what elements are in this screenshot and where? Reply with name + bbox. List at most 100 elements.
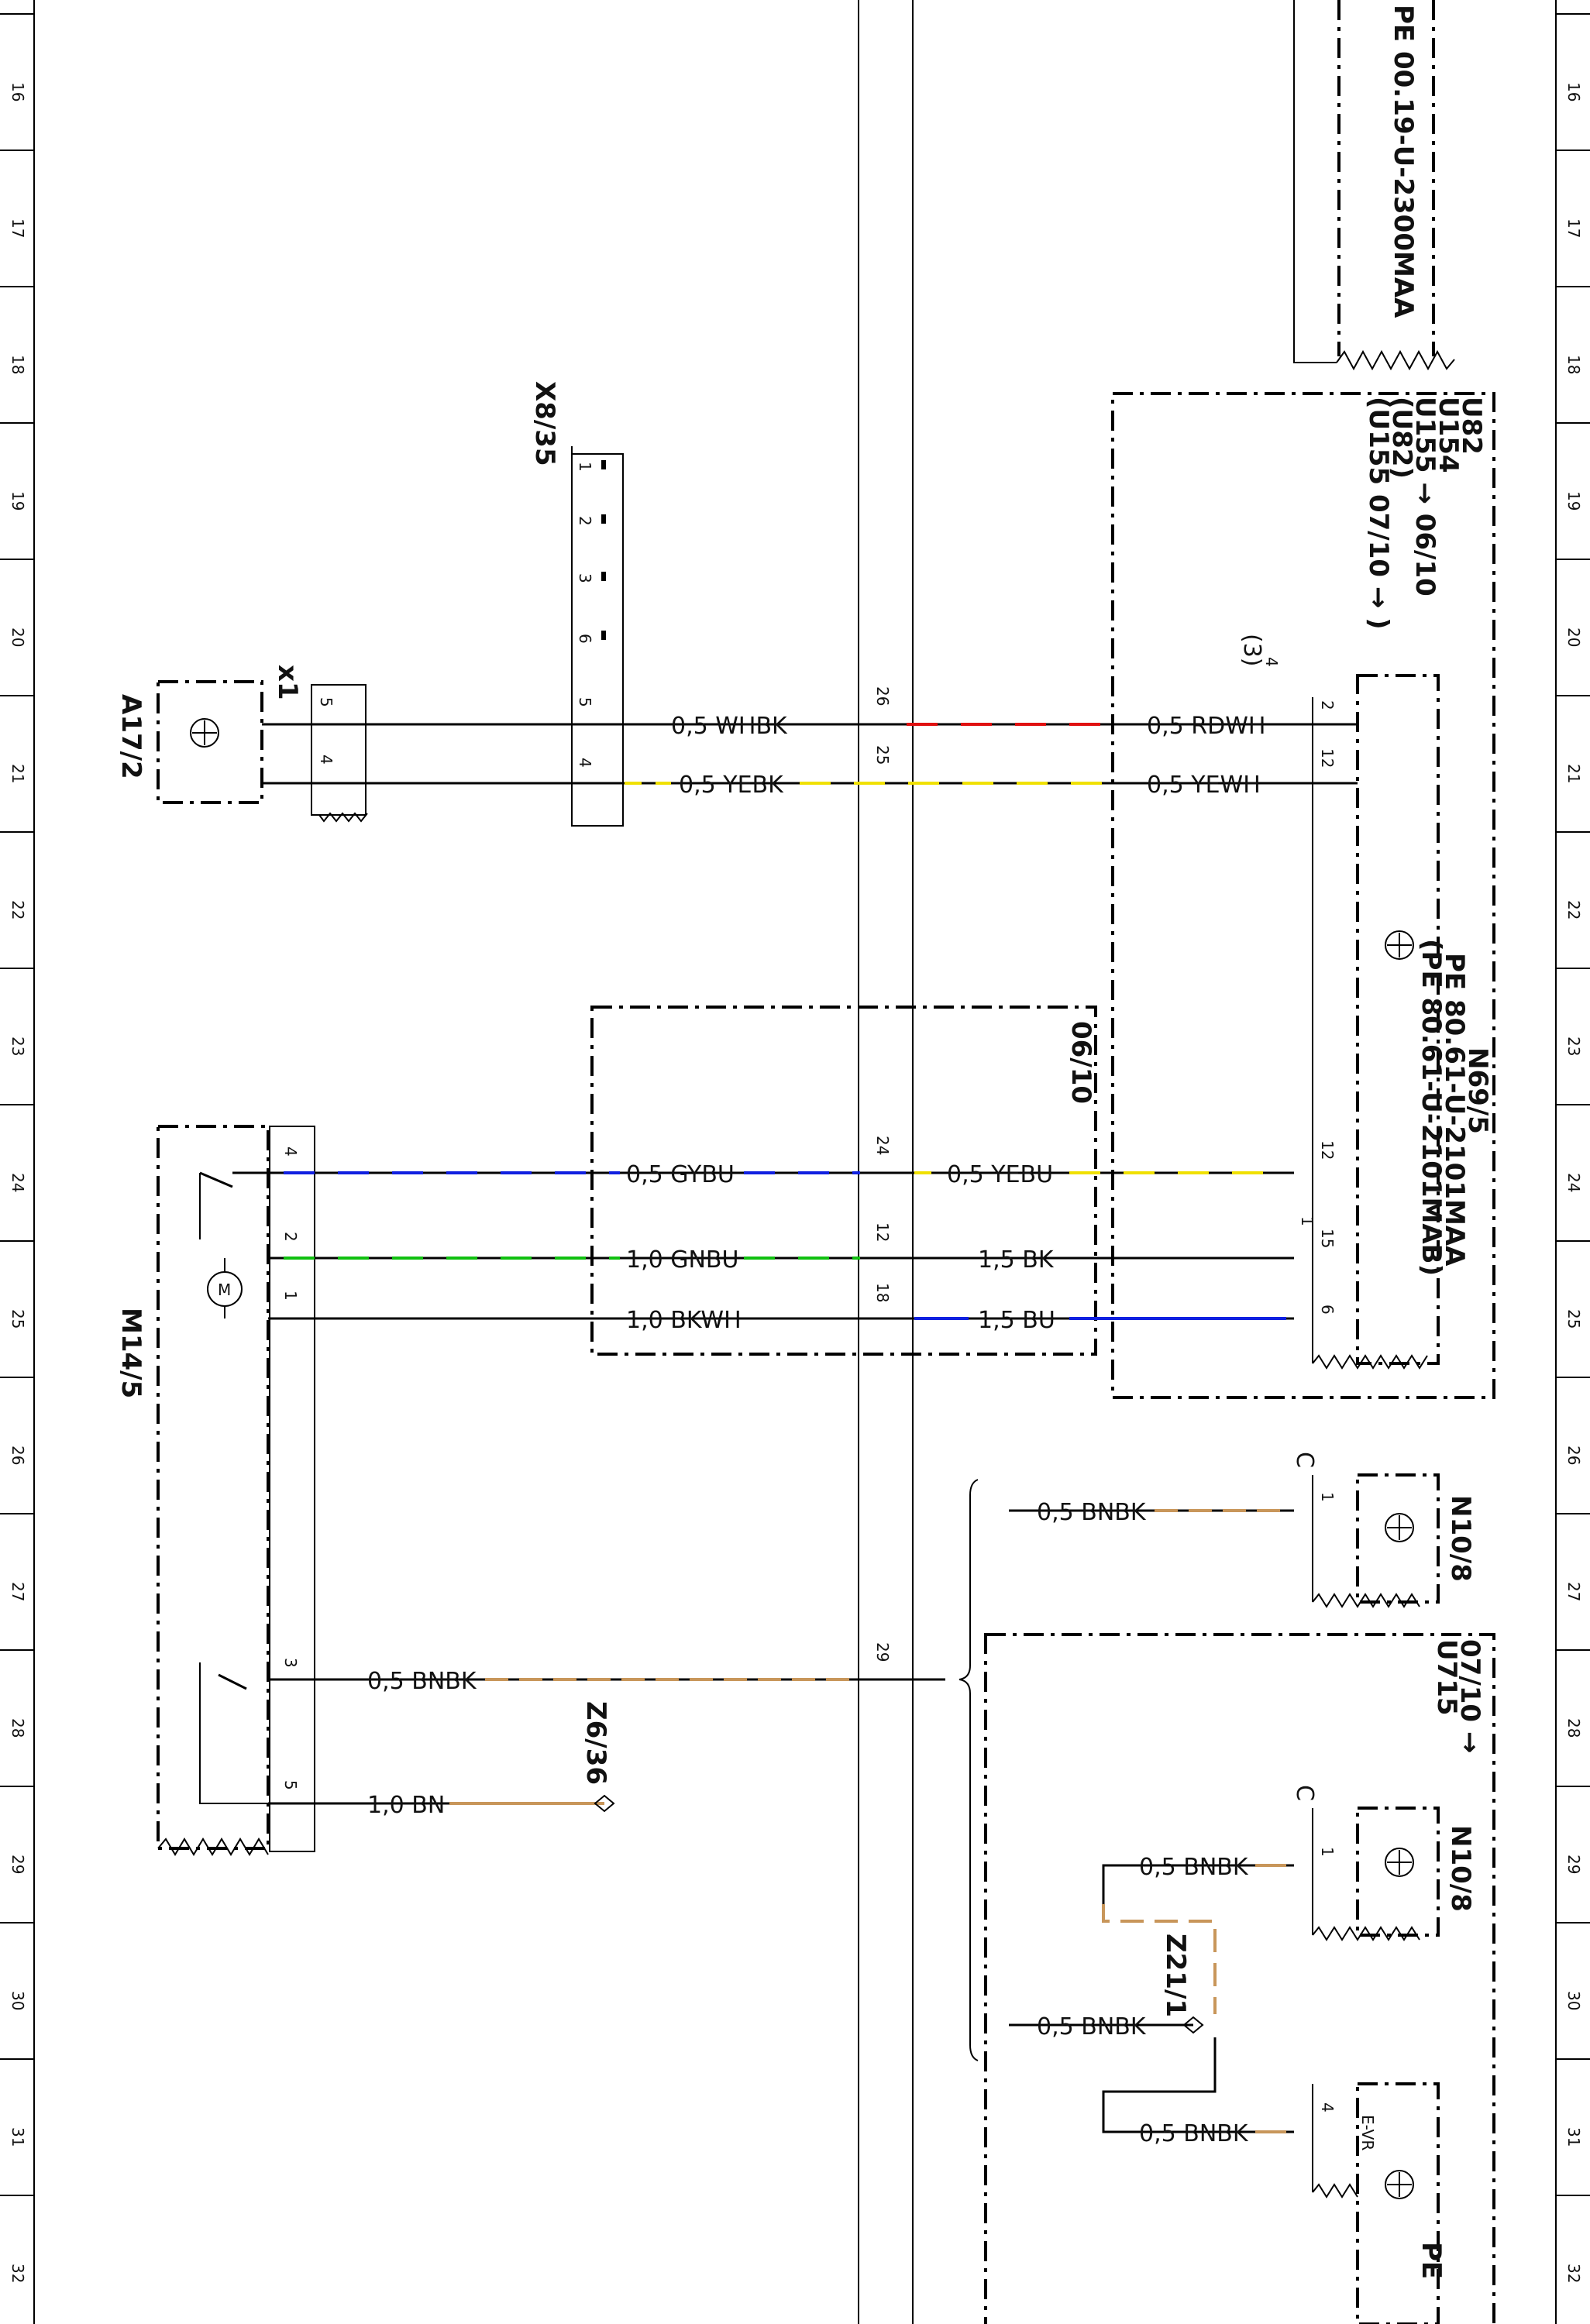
module-box-06-10 bbox=[590, 1006, 1097, 1356]
x8-35-connector: X8/35 1 2 3 6 5 4 bbox=[529, 381, 624, 827]
wire-7-label: 0,5 BNBK bbox=[367, 1668, 477, 1695]
pe-top-box: PE 00.19-U-2300MAA bbox=[1293, 0, 1455, 371]
n10b-pin1: 1 bbox=[1318, 1847, 1337, 1857]
splice-18: 18 bbox=[873, 1283, 892, 1302]
ruler-number: 27 bbox=[1564, 1582, 1583, 1601]
brace-bracket bbox=[958, 1479, 979, 2061]
x1-label: x1 bbox=[272, 665, 303, 700]
splice-25: 25 bbox=[873, 745, 892, 765]
ruler-number: 30 bbox=[9, 1991, 27, 2010]
ruler-number: 19 bbox=[9, 491, 27, 511]
ruler-number: 21 bbox=[1564, 764, 1583, 783]
splice-29: 29 bbox=[873, 1642, 892, 1662]
ruler-number: 17 bbox=[1564, 218, 1583, 238]
wire-6-label: 0,5 BNBK bbox=[1037, 1499, 1147, 1526]
splice-pins: 26 25 24 12 18 29 bbox=[873, 686, 892, 1662]
ruler-number: 31 bbox=[1564, 2127, 1583, 2147]
ruler-number: 16 bbox=[1564, 82, 1583, 101]
u82-line5: (U155 07/10 → ) bbox=[1363, 397, 1394, 630]
n10-8-b-label: N10/8 bbox=[1445, 1825, 1476, 1912]
m14-pin4: 4 bbox=[281, 1147, 300, 1157]
n69-pin1: 1 bbox=[1298, 1216, 1316, 1226]
n69-5-label: N69/5 bbox=[1462, 1047, 1493, 1134]
u82-line4: (U82) bbox=[1386, 397, 1417, 479]
evr-unit: E-VR 4 PE bbox=[1312, 2082, 1447, 2324]
x8-pin3: 3 bbox=[576, 573, 594, 583]
pe-top-label: PE 00.19-U-2300MAA bbox=[1388, 5, 1419, 318]
ruler-number: 23 bbox=[9, 1037, 27, 1056]
wire-2-left-label: 0,5 YEBK bbox=[679, 772, 784, 799]
splice-24: 24 bbox=[873, 1136, 892, 1155]
x1-pin4: 4 bbox=[317, 755, 336, 765]
splice-26: 26 bbox=[873, 686, 892, 706]
ruler-number: 23 bbox=[1564, 1037, 1583, 1056]
wire-3-left-label: 0,5 GYBU bbox=[626, 1161, 735, 1188]
wire-6: 0,5 BNBK bbox=[1009, 1499, 1294, 1526]
ruler-number: 24 bbox=[9, 1173, 27, 1192]
z6-36-label: Z6/36 bbox=[580, 1701, 611, 1785]
n69-pin6: 6 bbox=[1318, 1305, 1337, 1315]
ruler-number: 19 bbox=[1564, 491, 1583, 511]
u82-paren3: (3) bbox=[1238, 634, 1265, 667]
wire-11: 0,5 BNBK bbox=[1102, 2037, 1294, 2147]
ruler-number: 16 bbox=[9, 82, 27, 101]
n69-pe-a: PE 80.61-U-2101MAA bbox=[1439, 953, 1470, 1267]
wire-8-label: 1,0 BN bbox=[367, 1792, 445, 1819]
wire-4-right-label: 1,5 BK bbox=[978, 1246, 1055, 1274]
pe-bottom-label: PE bbox=[1416, 2242, 1447, 2279]
u82-line2: U154 bbox=[1433, 397, 1464, 473]
m14-pin1: 1 bbox=[281, 1291, 300, 1301]
wire-5-left-label: 1,0 BKWH bbox=[626, 1307, 742, 1334]
ruler-number: 18 bbox=[1564, 355, 1583, 374]
wire-11-label: 0,5 BNBK bbox=[1139, 2120, 1249, 2147]
n10-8-unit-b: N10/8 C 1 bbox=[1291, 1785, 1476, 1941]
wire-5: 1,0 BKWH 1,5 BU bbox=[268, 1307, 1294, 1334]
ruler-number: 22 bbox=[9, 900, 27, 920]
n10a-pin1: 1 bbox=[1318, 1492, 1337, 1502]
m14-pin2: 2 bbox=[281, 1232, 300, 1242]
ruler-number: 20 bbox=[9, 627, 27, 647]
wire-4-left-label: 1,0 GNBU bbox=[626, 1246, 738, 1274]
wire-1-right-label: 0,5 RDWH bbox=[1147, 713, 1265, 740]
ruler-number: 25 bbox=[9, 1309, 27, 1329]
evr-pin4: 4 bbox=[1318, 2102, 1337, 2113]
wire-2-right-label: 0,5 YEWH bbox=[1147, 772, 1261, 799]
z6-36-splice: Z6/36 bbox=[580, 1701, 615, 1813]
wire-3: 0,5 GYBU 0,5 YEBU bbox=[268, 1161, 1294, 1188]
motor-m: M bbox=[218, 1281, 231, 1299]
splice-12: 12 bbox=[873, 1222, 892, 1242]
conn-c2: C bbox=[1291, 1785, 1318, 1801]
ref-u715: U715 bbox=[1431, 1639, 1462, 1716]
z21-1-splice: Z21/1 bbox=[1160, 1934, 1204, 2034]
module-box-u715 bbox=[984, 1633, 1495, 2324]
wire-1: 0,5 WHBK 0,5 RDWH bbox=[262, 713, 1358, 740]
evr-label: E-VR bbox=[1358, 2115, 1377, 2150]
ruler-number: 21 bbox=[9, 764, 27, 783]
wire-1-left-label: 0,5 WHBK bbox=[671, 713, 788, 740]
x8-pin2: 2 bbox=[576, 516, 594, 526]
ruler-number: 30 bbox=[1564, 1991, 1583, 2010]
ruler-number: 32 bbox=[9, 2264, 27, 2283]
ruler-number: 29 bbox=[9, 1855, 27, 1874]
m14-pin5: 5 bbox=[281, 1780, 300, 1790]
ruler-number: 20 bbox=[1564, 627, 1583, 647]
ruler-number: 18 bbox=[9, 355, 27, 374]
wire-10-label: 0,5 BNBK bbox=[1037, 2013, 1147, 2040]
ruler-number: 32 bbox=[1564, 2264, 1583, 2283]
module-box-u82 bbox=[1111, 392, 1495, 1399]
a17-2-label: A17/2 bbox=[115, 694, 146, 779]
wire-4: 1,0 GNBU 1,5 BK bbox=[268, 1246, 1294, 1274]
ref-07-10: 07/10 → bbox=[1454, 1639, 1485, 1753]
u82-line3: U155 → 06/10 bbox=[1409, 397, 1440, 596]
x8-pin6: 6 bbox=[576, 634, 594, 644]
wire-9-label: 0,5 BNBK bbox=[1139, 1854, 1249, 1881]
n69-pin15: 15 bbox=[1318, 1229, 1337, 1248]
wire-8: 1,0 BN bbox=[268, 1792, 604, 1819]
n69-pin4: 4 bbox=[1262, 657, 1281, 667]
n69-pin12b: 12 bbox=[1318, 1140, 1337, 1160]
conn-c1: C bbox=[1291, 1452, 1318, 1468]
x8-pin1: 1 bbox=[576, 462, 594, 472]
ruler-number: 28 bbox=[9, 1718, 27, 1738]
